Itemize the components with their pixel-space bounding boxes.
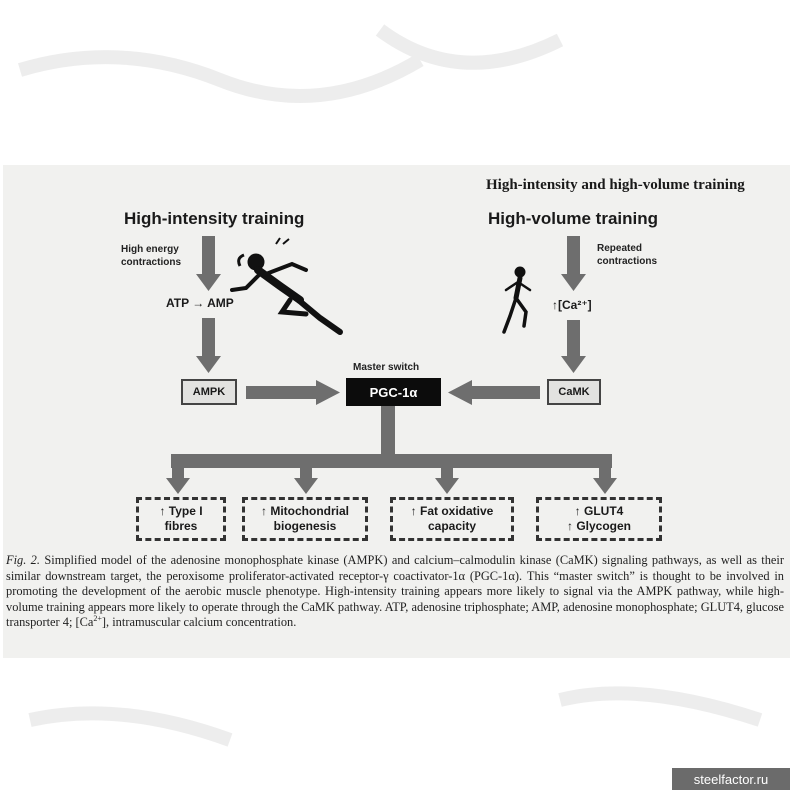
note-line: contractions (121, 257, 182, 268)
arrow-down-left-2 (196, 318, 221, 373)
outcome-line: capacity (427, 519, 477, 533)
outcome-line: ↑ Glycogen (566, 519, 631, 533)
pgc1a-box: PGC-1α (346, 378, 441, 406)
caption-text: Simplified model of the adenosine monoph… (6, 553, 784, 630)
high-energy-note: High energy contractions (121, 243, 181, 269)
figure-panel (3, 165, 790, 658)
outcome-glut4-glycogen: ↑ GLUT4 ↑ Glycogen (536, 497, 662, 541)
outcome-line: biogenesis (273, 519, 337, 533)
outcome-line: ↑ Type I (159, 504, 203, 518)
jogger-illustration (502, 266, 532, 334)
arrow-down-right-2 (561, 320, 586, 373)
outcome-line: fibres (164, 519, 198, 533)
arrow-to-type-i (166, 466, 190, 494)
figure-caption: Fig. 2. Simplified model of the adenosin… (6, 553, 784, 631)
ampk-box: AMPK (181, 379, 237, 405)
arrow-down-left-1 (196, 236, 221, 291)
caption-text-end: ], intramuscular calcium concentration. (101, 615, 297, 630)
outcome-fat-oxidative-capacity: ↑ Fat oxidative capacity (390, 497, 514, 541)
arrow-down-right-1 (561, 236, 586, 291)
arrow-to-mitochondrial (294, 466, 318, 494)
arrow-camk-to-pgc (448, 380, 540, 405)
trunk-connector (381, 406, 395, 454)
calcium-increase: ↑[Ca²⁺] (552, 298, 592, 312)
camk-box: CaMK (547, 379, 601, 405)
site-watermark: steelfactor.ru (672, 768, 790, 790)
note-line: Repeated (597, 243, 643, 254)
atp-to-amp: ATP → AMP (166, 296, 234, 310)
outcome-type-i-fibres: ↑ Type I fibres (136, 497, 226, 541)
outcome-mitochondrial-biogenesis: ↑ Mitochondrial biogenesis (242, 497, 368, 541)
outcome-line: ↑ GLUT4 (574, 504, 624, 518)
high-intensity-title: High-intensity training (124, 209, 305, 228)
note-line: High energy (121, 244, 179, 255)
master-switch-label: Master switch (353, 362, 420, 373)
arrow-to-fat-oxidative (435, 466, 459, 494)
note-line: contractions (597, 256, 658, 267)
running-header: High-intensity and high-volume training (486, 177, 745, 193)
outcome-line: ↑ Fat oxidative (410, 504, 494, 518)
repeated-note: Repeated contractions (597, 242, 657, 268)
arrow-ampk-to-pgc (246, 380, 340, 405)
arrow-to-glut4 (593, 466, 617, 494)
caption-superscript: 2+ (93, 614, 102, 624)
high-volume-title: High-volume training (488, 209, 658, 228)
outcome-line: ↑ Mitochondrial (261, 504, 349, 518)
figure-label: Fig. 2. (6, 553, 40, 567)
sprinter-illustration (230, 237, 343, 335)
bus-connector (171, 454, 612, 468)
